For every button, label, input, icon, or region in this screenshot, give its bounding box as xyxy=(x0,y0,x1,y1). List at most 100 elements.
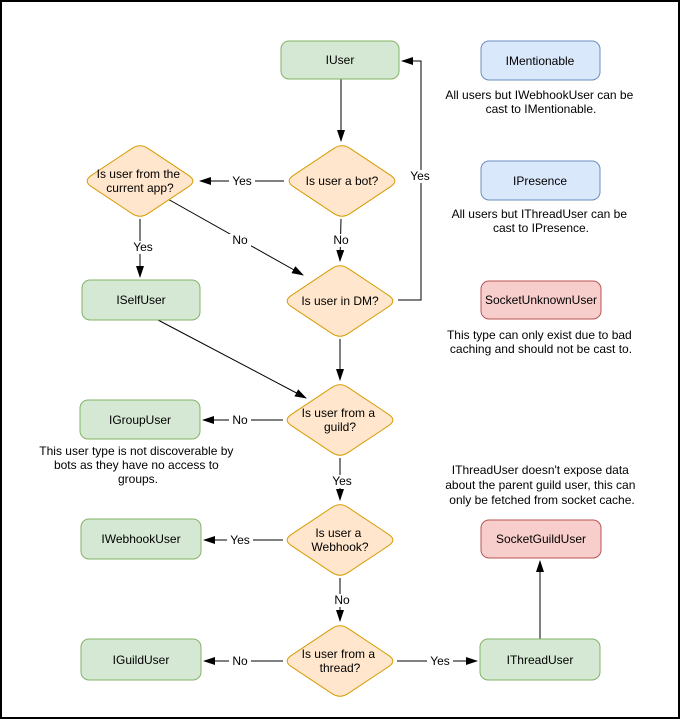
edge-label-text: No xyxy=(333,233,349,247)
decision-is-bot-label: Is user a bot? xyxy=(306,174,379,188)
decision-is-guild-label: Is user from a guild? xyxy=(302,406,379,434)
node-iselfuser-box xyxy=(81,279,201,321)
edge-label-iswebhook-yes: Yes xyxy=(227,533,253,547)
decision-line: Is user a bot? xyxy=(306,174,379,188)
note-igroupuser: This user type is not discoverable by bo… xyxy=(39,444,236,486)
note-socket-guild-user: IThreadUser doesn't expose data about th… xyxy=(445,463,638,507)
edge-iselfuser-to-isguild xyxy=(157,319,307,399)
edge-label-text: No xyxy=(232,654,248,668)
node-ithreaduser: IThreadUser xyxy=(479,638,601,681)
edge-label-text: Yes xyxy=(430,654,450,668)
edge-label-isbot-no: No xyxy=(330,233,352,247)
note-line: This user type is not discoverable by xyxy=(39,444,233,458)
node-iguilduser: IGuildUser xyxy=(80,638,202,681)
edge-label-bg xyxy=(229,234,251,247)
edge-label-text: Yes xyxy=(133,240,153,254)
edge-label-text: Yes xyxy=(230,533,250,547)
decision-is-guild: Is user from a guild? xyxy=(286,384,394,456)
edge-label-bg xyxy=(227,534,253,547)
node-imentionable-label: IMentionable xyxy=(506,54,575,68)
edge-label-bg xyxy=(229,414,251,427)
node-socket-unknown-user: SocketUnknownUser xyxy=(480,280,602,320)
decision-is-webhook: Is user a Webhook? xyxy=(286,504,394,576)
edge-label-bg xyxy=(229,175,255,188)
edge-label-isguild-no: No xyxy=(229,413,251,427)
edge-label-bg xyxy=(130,241,156,254)
edge-label-text: Yes xyxy=(232,174,252,188)
note-imentionable: All users but IWebhookUser can be cast t… xyxy=(445,88,636,116)
edge-label-text: Yes xyxy=(410,169,430,183)
decision-line: Is user in DM? xyxy=(301,294,379,308)
edge-label-iswebhook-no: No xyxy=(331,593,353,607)
decision-is-current-app: Is user from the current app? xyxy=(86,145,194,217)
edge-label-iscurrentapp-no: No xyxy=(229,233,251,247)
edge-label-bg xyxy=(427,655,453,668)
decision-is-dm-label: Is user in DM? xyxy=(301,294,379,308)
note-line: groups. xyxy=(118,472,158,486)
note-line: caching and should not be cast to. xyxy=(450,342,632,356)
decision-line: Is user from a xyxy=(302,647,376,661)
note-line: only be fetched from socket cache. xyxy=(449,493,634,507)
node-iuser: IUser xyxy=(280,40,400,80)
node-ithreaduser-label: IThreadUser xyxy=(507,653,574,667)
note-line: All users but IWebhookUser can be xyxy=(445,88,633,102)
edge-label-isthread-no: No xyxy=(229,654,251,668)
node-ipresence-label: IPresence xyxy=(513,174,567,188)
note-ipresence: All users but IThreadUser can be cast to… xyxy=(452,207,631,235)
decision-line: Is user a xyxy=(315,526,361,540)
node-socket-unknown-user-box xyxy=(480,280,602,320)
node-iwebhookuser-box xyxy=(80,518,202,560)
node-imentionable-box xyxy=(480,40,601,81)
note-line: about the parent guild user, this can xyxy=(445,478,635,492)
edge-label-iscurrentapp-yes: Yes xyxy=(130,240,156,254)
decision-is-webhook-label: Is user a Webhook? xyxy=(311,526,368,554)
edge-label-bg xyxy=(229,655,251,668)
note-line: cast to IPresence. xyxy=(493,221,589,235)
edge-label-text: Yes xyxy=(332,474,352,488)
decision-line: Is user from the xyxy=(97,167,181,181)
node-iguilduser-label: IGuildUser xyxy=(113,653,170,667)
decision-line: thread? xyxy=(320,661,361,675)
decision-is-thread: Is user from a thread? xyxy=(286,625,394,697)
decision-is-dm: Is user in DM? xyxy=(286,265,394,337)
node-socket-guild-user-label: SocketGuildUser xyxy=(496,532,586,546)
edge-label-bg xyxy=(329,475,355,488)
node-socket-guild-user: SocketGuildUser xyxy=(480,519,602,559)
node-iselfuser: ISelfUser xyxy=(81,279,201,321)
node-socket-unknown-user-label: SocketUnknownUser xyxy=(485,293,597,307)
node-iguilduser-box xyxy=(80,638,202,681)
decision-is-bot: Is user a bot? xyxy=(288,145,396,217)
note-line: IThreadUser doesn't expose data xyxy=(452,463,629,477)
edge-label-text: No xyxy=(232,413,248,427)
node-ithreaduser-box xyxy=(479,638,601,681)
node-iuser-box xyxy=(280,40,400,80)
decision-line: Is user from a xyxy=(302,406,376,420)
node-ipresence-box xyxy=(480,160,601,201)
edge-labels: Yes No No Yes Yes No Yes Yes xyxy=(130,169,453,668)
edge-label-bg xyxy=(407,170,433,183)
note-line: cast to IMentionable. xyxy=(486,102,597,116)
node-socket-guild-user-box xyxy=(480,519,602,559)
edge-label-text: No xyxy=(232,233,248,247)
note-socket-unknown-user: This type can only exist due to bad cach… xyxy=(447,328,635,356)
decision-is-current-app-label: Is user from the current app? xyxy=(97,167,184,195)
decision-line: current app? xyxy=(106,181,174,195)
decision-line: Webhook? xyxy=(311,540,368,554)
edge-label-bg xyxy=(330,234,352,247)
edge-label-isguild-yes: Yes xyxy=(329,474,355,488)
node-igroupuser-box xyxy=(79,399,201,440)
node-imentionable: IMentionable xyxy=(480,40,601,81)
decision-line: guild? xyxy=(324,420,356,434)
note-line: This type can only exist due to bad xyxy=(447,328,632,342)
edge-label-isdm-yes: Yes xyxy=(407,169,433,183)
decision-is-thread-label: Is user from a thread? xyxy=(302,647,379,675)
edge-label-text: No xyxy=(334,593,350,607)
note-line: bots as they have no access to xyxy=(54,458,219,472)
edge-label-bg xyxy=(331,594,353,607)
edge-label-isthread-yes: Yes xyxy=(427,654,453,668)
node-iwebhookuser-label: IWebhookUser xyxy=(101,532,180,546)
node-iuser-label: IUser xyxy=(326,53,355,67)
